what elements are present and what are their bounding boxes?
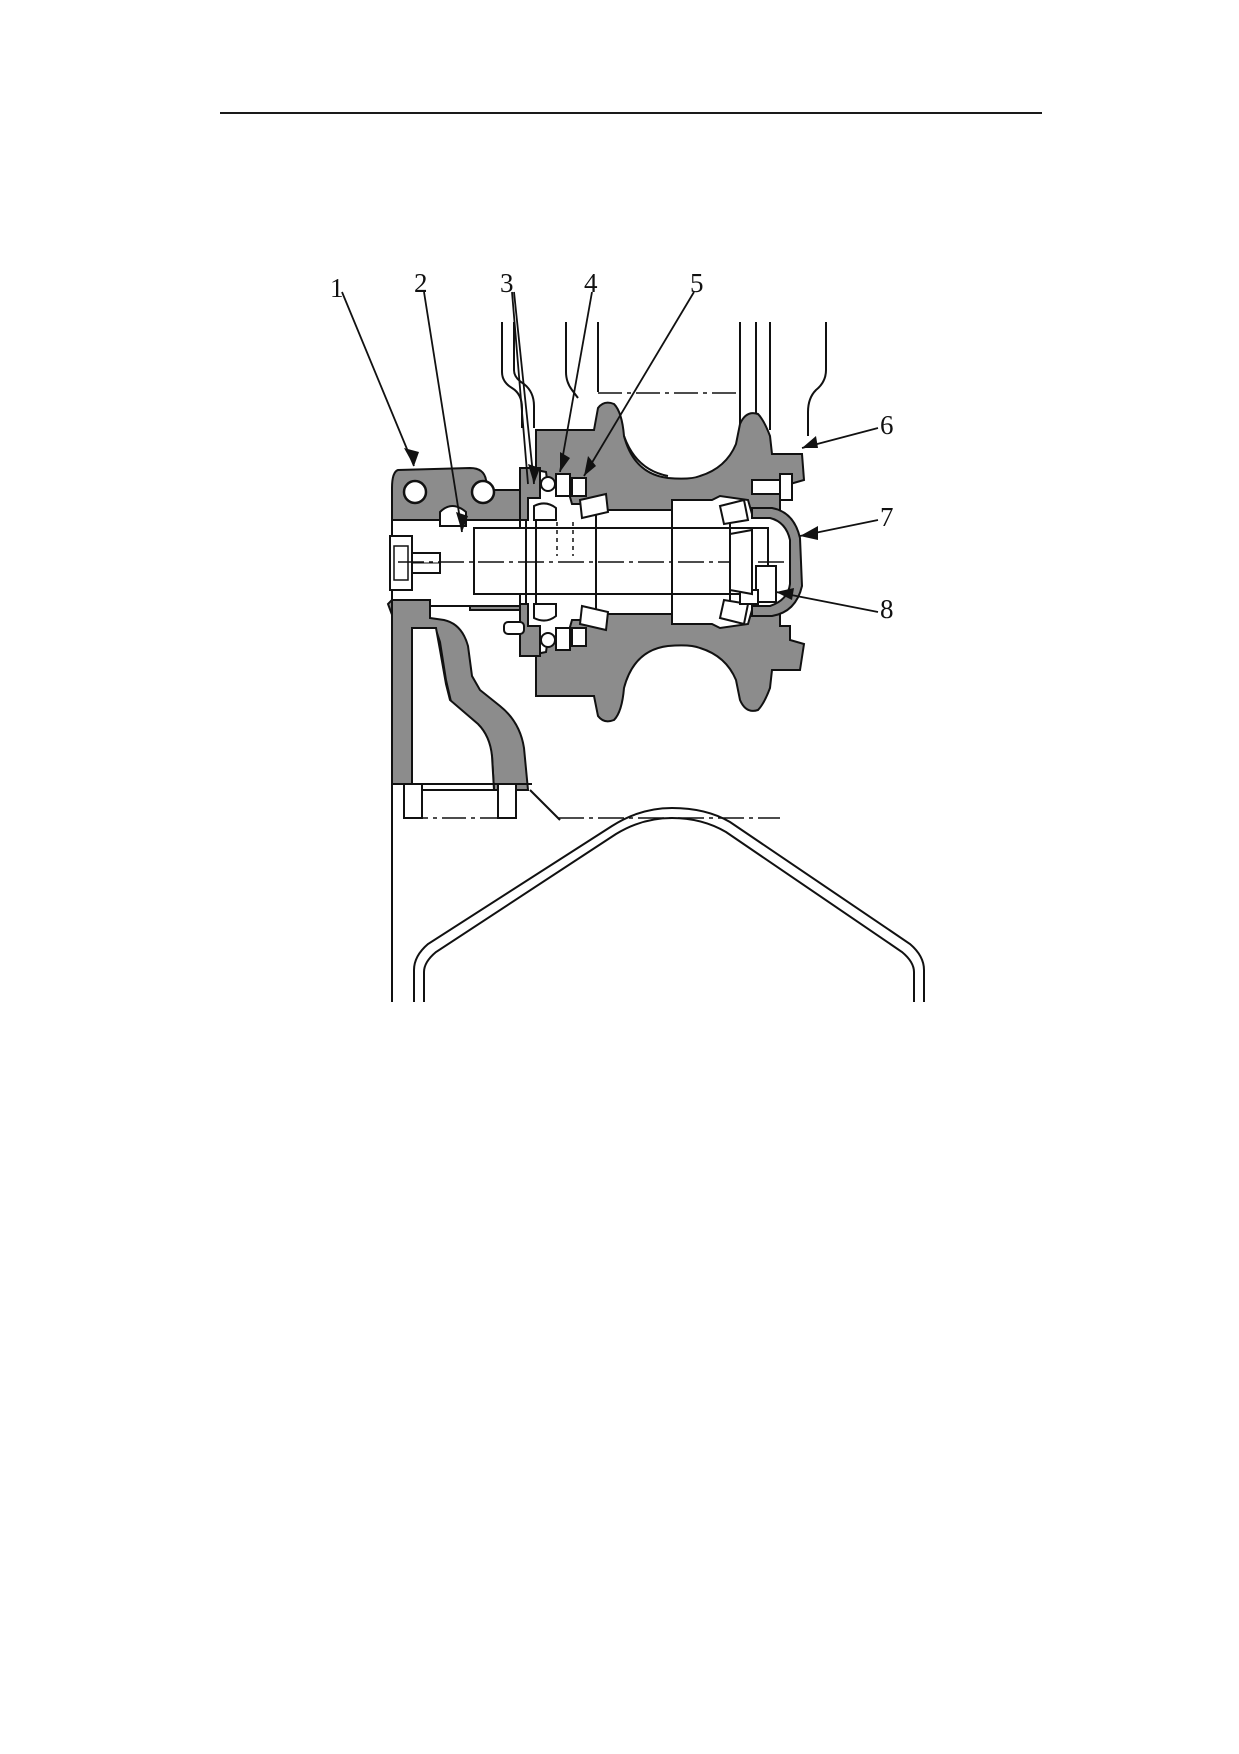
- callout-4: 4: [584, 268, 598, 298]
- callout-3: 3: [500, 268, 514, 298]
- left-seal-bearing: [503, 467, 610, 657]
- track-link-outline: [501, 322, 827, 436]
- header-rule: [220, 112, 1042, 114]
- bracket-leg: [391, 599, 530, 791]
- callout-7: 7: [880, 502, 894, 532]
- callout-1: 1: [330, 273, 344, 303]
- roller-body: [535, 401, 806, 723]
- roller-shaft: [398, 500, 790, 618]
- track-shoe-outline: [391, 783, 925, 1002]
- callout-2: 2: [414, 268, 428, 298]
- callout-5: 5: [690, 268, 704, 298]
- callout-6: 6: [880, 410, 894, 440]
- leader-lines: [341, 291, 879, 613]
- callout-labels: 1 2 3 4 5 6 7 8: [330, 268, 894, 624]
- leader-arrowheads: [404, 436, 818, 600]
- callout-8: 8: [880, 594, 894, 624]
